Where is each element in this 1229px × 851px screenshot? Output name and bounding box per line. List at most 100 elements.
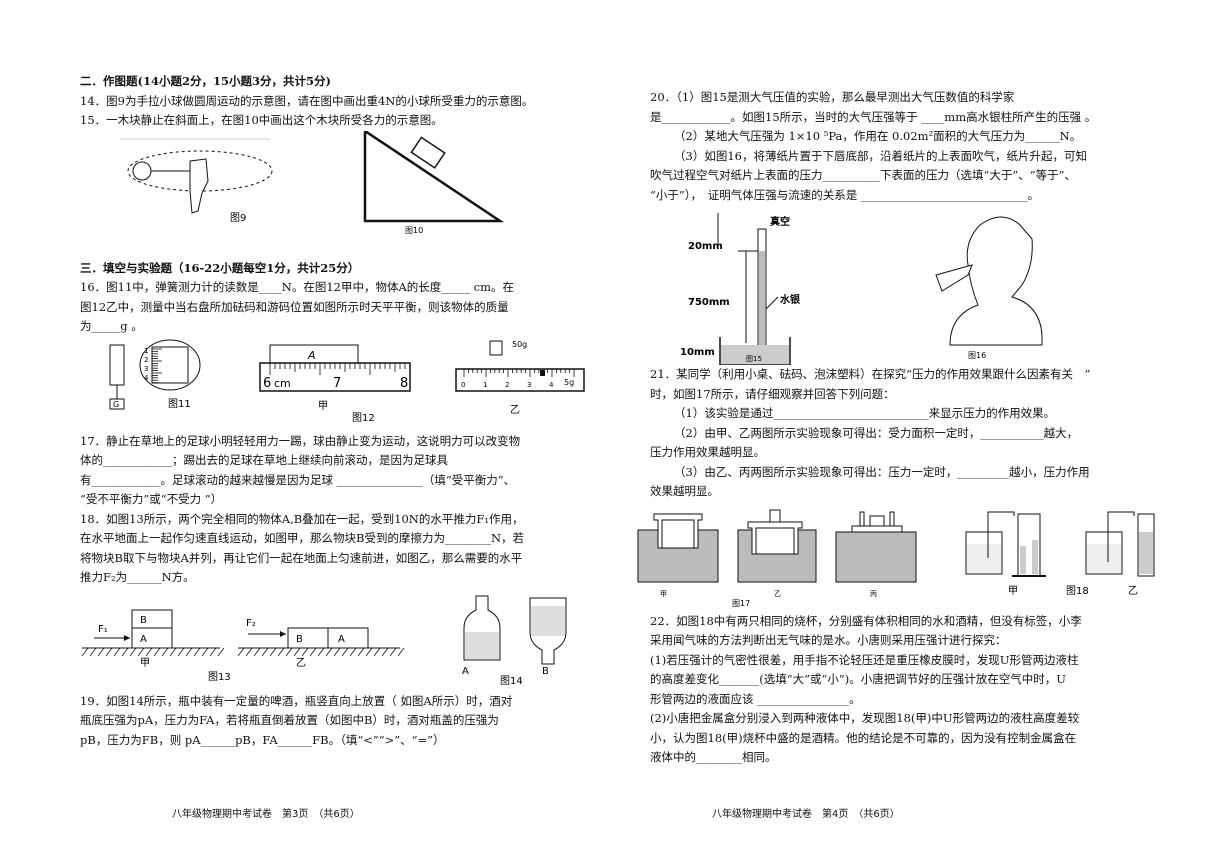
ground-hatch: [177, 647, 185, 656]
magnified-scale-plate: [151, 346, 189, 383]
ground-hatch: [113, 647, 121, 656]
ground-hatch: [145, 647, 153, 656]
question-21-line5: 压力作用效果越明显。: [650, 445, 765, 459]
question-20-line3: （2）某地大气压强为 1×10 ⁵Pa，作用在 0.02m²面积的大气压力为__…: [674, 129, 1082, 143]
ground-hatch: [161, 647, 169, 656]
question-22-line1: 22．如图18中有两只相同的烧杯，分别盛有体积相同的水和酒精，但没有标签，小李: [650, 613, 1082, 628]
force-f1-head: [124, 634, 130, 641]
force-f2-label: F₂: [246, 618, 256, 629]
question-21-line7: 效果越明显。: [650, 484, 719, 498]
ground-hatch: [237, 647, 245, 656]
ground-hatch: [349, 647, 357, 656]
fig15-20mm: 20mm: [688, 241, 723, 252]
ground-hatch: [121, 647, 129, 656]
block-b-side: [287, 627, 329, 648]
block-b-stacked: [131, 609, 173, 628]
ball: [132, 161, 152, 180]
block-a-side: [327, 627, 369, 648]
ground-hatch: [153, 647, 161, 656]
fig10-caption: 图10: [405, 226, 423, 235]
object-a-label: A: [307, 349, 316, 362]
fig18-caption: 图18: [1066, 585, 1089, 597]
right-page: 20．（1）图15是测大气压值的实验，那么最早测出大气压数值的科学家 是____…: [637, 88, 1155, 768]
foam-jia: [637, 529, 719, 582]
figure-13-14: B A F₁ 甲 图13 B A F₂ 乙 A: [80, 588, 585, 692]
question-19-line3: pB，压力为FB，则 pA______pB，FA______FB。（填“<”“>…: [80, 732, 445, 747]
figure-9-10-drawing: 图9 图10: [120, 130, 505, 235]
fig18-yi-label: 乙: [1128, 585, 1138, 597]
question-22-line3: (1)若压强计的气密性很差，用手指不论轻压还是重压橡皮膜时，发现U形管两边液柱: [650, 652, 1079, 667]
block-a-stacked: [131, 627, 173, 648]
question-22-line7: 小，认为图18(甲)烧杯中盛的是酒精。他的结论是不可靠的，因为没有控制金属盒在: [650, 730, 1077, 745]
ground-hatch: [301, 647, 309, 656]
ruler-label-8: 8: [400, 376, 408, 391]
question-20-line2: 是____________。如图15所示，当时的大气压强等于 ____mm高水银…: [650, 109, 1097, 124]
question-17-line3: 有____________。足球滚动的越来越慢是因为足球 ___________…: [80, 472, 516, 487]
u-liquid-jia-left: [1020, 545, 1026, 574]
question-17-line2: 体的____________；踢出去的足球在草地上继续向前滚动，是因为足球具: [80, 453, 448, 467]
figure-13-14-drawing: B A F₁ 甲 图13 B A F₂ 乙 A: [81, 595, 567, 687]
fig17-bing-label: 丙: [870, 590, 877, 598]
question-17-line4: “受不平衡力”或“不受力 ”）: [80, 492, 223, 506]
block-a-side-label: A: [338, 634, 345, 645]
figure-17-18: 甲 乙 丙 图17 甲 图18 乙: [636, 502, 1155, 612]
spring-tick-label: 2: [144, 356, 148, 364]
hand: [189, 157, 209, 214]
bottle-a-label: A: [462, 666, 469, 677]
table-bing: [851, 525, 903, 532]
ruler-label-7: 7: [333, 376, 341, 391]
question-19-line1: 19．如图14所示，瓶中装有一定量的啤酒，瓶竖直向上放置（ 如图A所示）时，酒对: [80, 693, 513, 708]
ground-hatch: [201, 647, 209, 656]
weight-g-label: G: [113, 400, 119, 409]
question-21-line6: （3）由乙、丙两图所示实验现象可得出：压力一定时，_________越小，压力作…: [674, 464, 1090, 479]
ground-hatch: [129, 647, 137, 656]
ground-hatch: [357, 647, 365, 656]
foam-yi: [737, 529, 817, 582]
table-bing-leg2: [889, 511, 895, 526]
fig12-yi-label: 乙: [510, 404, 520, 416]
question-20-line5: 吹气过程空气对纸片上表面的压力__________下表面的压力（选填“大于”、“…: [650, 168, 1077, 182]
ground-hatch: [217, 647, 225, 656]
question-19-line2: 瓶底压强为pA，压力为FA，若将瓶直倒着放置（如图中B）时，酒对瓶盖的压强为: [80, 713, 499, 727]
question-22-line2: 采用闻气味的方法判断出无气味的是水。小唐则采用压强计进行探究：: [650, 633, 1007, 647]
fig9-caption: 图9: [230, 212, 246, 224]
block-a-label: A: [140, 634, 147, 645]
ground-hatch: [365, 647, 373, 656]
beer-a: [465, 631, 499, 659]
section-3-title: 三．填空与实验题（16-22小题每空1分，共计25分）: [80, 260, 360, 275]
block-b-side-label: B: [296, 634, 303, 645]
ground-jia-hatch: [81, 647, 225, 656]
balance-scale-label-5g: 5g: [564, 378, 574, 387]
scale-tick-label: 3: [527, 381, 531, 389]
question-18-line1: 18．如图13所示，两个完全相同的物体A,B叠加在一起，受到10N的水平推力F₁…: [80, 511, 524, 526]
ground-hatch: [373, 647, 381, 656]
weight-50g: [489, 340, 503, 355]
section-2-title: 二．作图题(14小题2分，15小题3分，共计5分): [80, 74, 331, 88]
figure-9-10: 图9 图10: [80, 130, 585, 259]
ground-hatch: [309, 647, 317, 656]
u-liquid-jia-right: [1032, 539, 1038, 574]
ground-hatch: [277, 647, 285, 656]
spring-tick-label: 4: [144, 374, 149, 382]
mercury-dish: [719, 337, 791, 365]
ground-hatch: [245, 647, 253, 656]
ground-hatch: [137, 647, 145, 656]
question-18-line2: 在水平地面上一起作匀速直线运动，如图甲，那么物块B受到的摩擦力为________…: [80, 531, 525, 545]
fig15-caption: 图15: [746, 355, 762, 363]
footer-page-4: 八年级物理期中考试卷 第4页 （共6页）: [712, 809, 900, 820]
question-21-line2: 时，如图17所示，请仔细观察并回答下列问题：: [650, 386, 895, 401]
question-21-line1: 21．某同学（利用小桌、砝码、泡沫塑料）在探究“压力的作用效果跟什么因素有关 ”: [650, 367, 1091, 381]
scale-tick-label: 2: [505, 381, 509, 389]
ruler-jia-ticks: [269, 362, 411, 375]
fig12-caption: 图12: [352, 412, 375, 424]
liquid-yi: [1087, 543, 1121, 573]
question-18-line3: 将物块B取下与物块A并列，再让它们一起在地面上匀速前进，如图乙，那么需要的水平: [80, 550, 523, 565]
ground-hatch: [209, 647, 217, 656]
force-f1-label: F₁: [98, 624, 108, 635]
u-liquid-yi: [1139, 531, 1153, 574]
fig14-caption: 图14: [500, 675, 523, 687]
footer-page-3: 八年级物理期中考试卷 第3页 （共6页）: [172, 809, 360, 820]
